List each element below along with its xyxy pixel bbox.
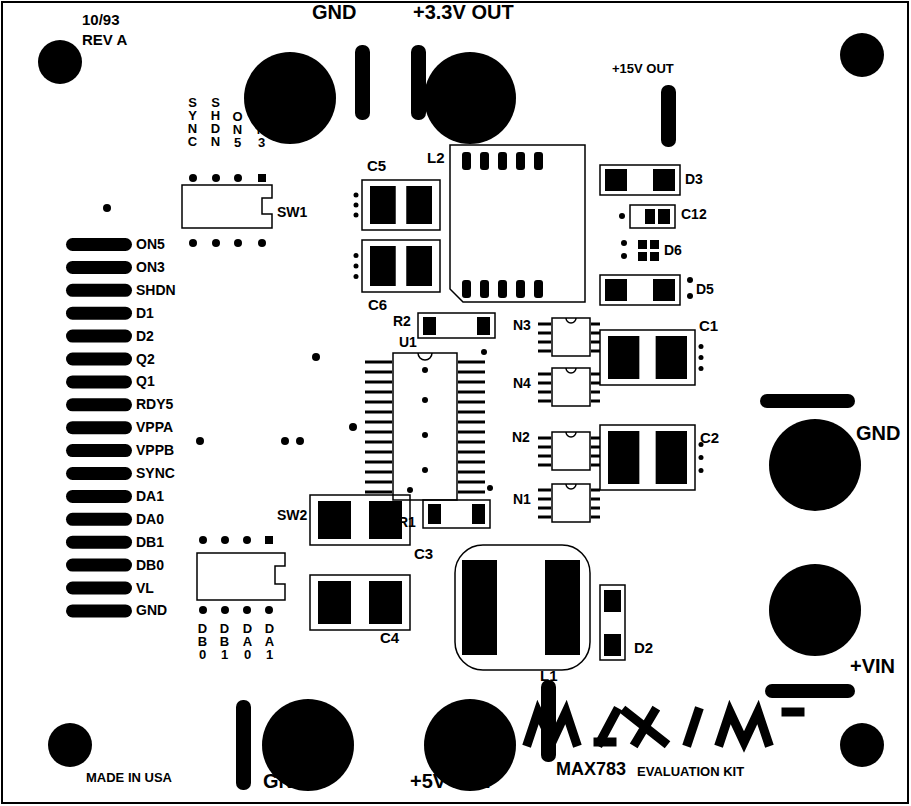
vertical-pin-label: DA1 xyxy=(263,622,276,661)
silkscreen-label: GND xyxy=(263,770,307,792)
silkscreen-label: Q1 xyxy=(136,374,155,389)
silkscreen-label: GND xyxy=(312,1,356,23)
silkscreen-label: D1 xyxy=(136,306,154,321)
silkscreen-label: C4 xyxy=(380,630,399,647)
silkscreen-label: D3 xyxy=(685,172,703,187)
silkscreen-label: C3 xyxy=(414,546,433,563)
silkscreen-label: N4 xyxy=(513,376,531,391)
silkscreen-label: N1 xyxy=(513,492,531,507)
silkscreen-label: +15V OUT xyxy=(612,62,674,76)
silkscreen-label: +VIN xyxy=(850,655,895,677)
silkscreen-label: C6 xyxy=(368,297,387,314)
vertical-pin-label: DB0 xyxy=(196,622,209,661)
silkscreen-label: MADE IN USA xyxy=(86,771,172,785)
silkscreen-label: C2 xyxy=(700,430,719,447)
silkscreen-label: 10/93 xyxy=(82,12,120,29)
silkscreen-label: U1 xyxy=(399,335,417,350)
silkscreen-label: +5V OUT xyxy=(410,770,494,792)
vertical-pin-label: SYNC xyxy=(186,96,199,148)
silkscreen-label: SW2 xyxy=(277,508,307,523)
silkscreen-label: R1 xyxy=(398,515,416,530)
silkscreen-label: N3 xyxy=(513,318,531,333)
silkscreen-label: RDY5 xyxy=(136,397,173,412)
silkscreen-label: ON5 xyxy=(136,237,165,252)
silkscreen-label: VPPA xyxy=(136,420,173,435)
silkscreen-label: L1 xyxy=(540,668,558,685)
silkscreen-label: DB0 xyxy=(136,558,164,573)
silkscreen-label: EVALUATION KIT xyxy=(637,765,744,779)
silkscreen-label: C1 xyxy=(699,318,718,335)
silkscreen-label: VPPB xyxy=(136,443,174,458)
silkscreen-label: D2 xyxy=(634,640,653,657)
silkscreen-label: DA0 xyxy=(136,512,164,527)
vertical-pin-label: ON3 xyxy=(255,110,268,149)
silkscreen-label: C12 xyxy=(681,207,707,222)
silkscreen-label: GND xyxy=(136,603,167,618)
silkscreen-label: L2 xyxy=(427,150,445,167)
silkscreen-label: DB1 xyxy=(136,535,164,550)
silkscreen-label: ON3 xyxy=(136,260,165,275)
vertical-pin-label: DB1 xyxy=(218,622,231,661)
vertical-pin-label: ON5 xyxy=(231,110,244,149)
silkscreen-label: SW1 xyxy=(277,205,307,220)
silkscreen-label: VL xyxy=(136,581,154,596)
silkscreen-label: DA1 xyxy=(136,489,164,504)
silkscreen-label: C5 xyxy=(367,158,386,175)
silkscreen-label: D2 xyxy=(136,329,154,344)
silkscreen-label: D6 xyxy=(664,243,682,258)
vertical-pin-label: DA0 xyxy=(241,622,254,661)
maxim-logo xyxy=(528,712,800,742)
vertical-pin-label: SHDN xyxy=(209,96,222,148)
silkscreen-label: Q2 xyxy=(136,352,155,367)
silkscreen-label: MAX783 xyxy=(556,760,626,780)
silkscreen-label: +3.3V OUT xyxy=(413,1,514,23)
silkscreen-label: SHDN xyxy=(136,283,176,298)
silkscreen-label: REV A xyxy=(82,32,127,49)
silkscreen-label: N2 xyxy=(512,430,530,445)
silkscreen-label: D5 xyxy=(696,282,714,297)
silkscreen-label: R2 xyxy=(393,314,411,329)
silkscreen-label: GND xyxy=(856,422,900,444)
silkscreen-label: SYNC xyxy=(136,466,175,481)
